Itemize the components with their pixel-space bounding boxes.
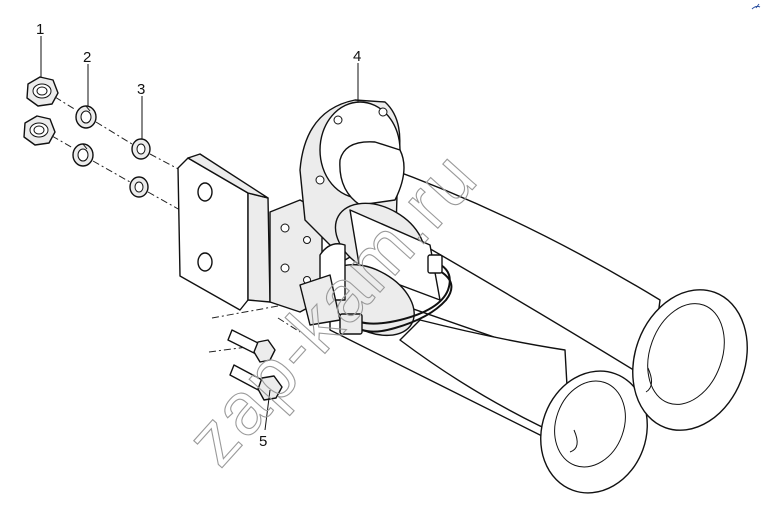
part-5-bolt-upper xyxy=(227,329,276,363)
callout-2: 2 xyxy=(83,49,91,66)
part-3-flat-washer-upper xyxy=(131,138,151,160)
callout-5: 5 xyxy=(259,433,267,450)
callout-4: 4 xyxy=(353,48,361,65)
part-4-wiring xyxy=(339,254,453,335)
leader-lines xyxy=(40,36,359,431)
corner-mark-icon xyxy=(751,3,761,10)
part-4-compressor xyxy=(299,202,441,337)
callout-1: 1 xyxy=(36,21,44,38)
part-1-nut-upper xyxy=(26,76,59,107)
callout-3: 3 xyxy=(137,81,145,98)
part-3-flat-washer-lower xyxy=(129,176,149,198)
part-4-horn-upper xyxy=(379,164,748,431)
part-1-nut-lower xyxy=(23,115,56,146)
part-2-lock-washer-lower xyxy=(72,143,94,167)
part-2-lock-washer-upper xyxy=(75,105,97,129)
part-5-bolt-lower xyxy=(229,364,283,401)
